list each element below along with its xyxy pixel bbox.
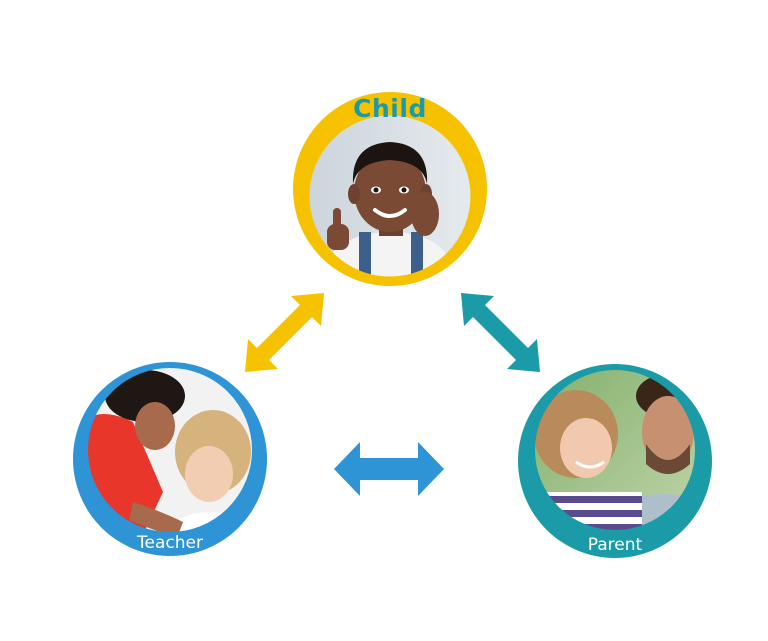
child-photo — [293, 92, 487, 286]
teacher-photo — [73, 362, 267, 556]
child-teacher-arrow-shape — [245, 293, 324, 372]
child-teacher-arrow — [245, 293, 324, 372]
teacher-parent-arrow — [334, 442, 444, 496]
parent-photo — [518, 364, 712, 558]
child-node: Child — [293, 92, 487, 286]
parent-node: Parent — [518, 364, 712, 558]
child-parent-arrow — [461, 293, 540, 372]
teacher-parent-arrow-shape — [334, 442, 444, 496]
child-parent-arrow-shape — [461, 293, 540, 372]
teacher-node: Teacher — [73, 362, 267, 556]
